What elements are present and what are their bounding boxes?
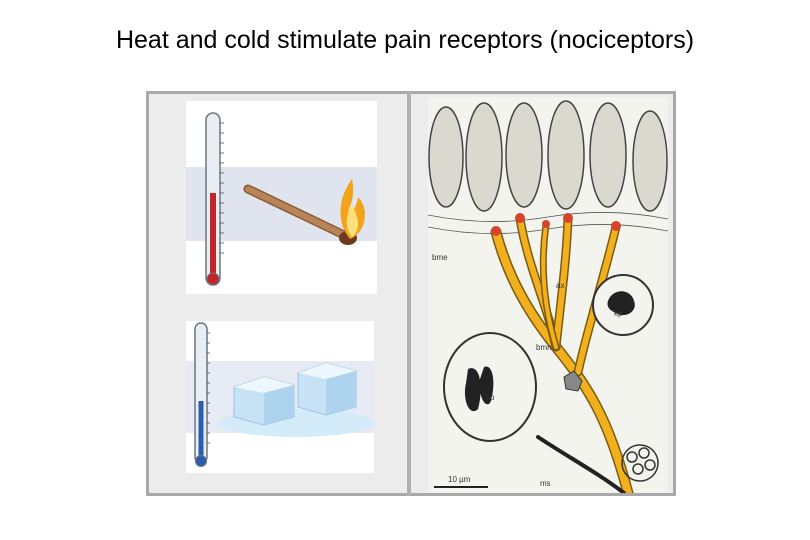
micrograph-label-ax: ax [556,281,565,290]
micrograph-label-kp: kp [486,393,495,402]
cold-illustration [186,322,374,467]
ice-cube-icon [297,362,357,416]
micrograph-label-bme: bme [432,253,448,262]
nociceptor-ending [491,213,621,236]
frame-divider [407,91,411,496]
epithelial-cell [428,100,668,212]
thermometer-icon [194,322,210,467]
micrograph-drawing [427,97,669,499]
cold-stimulus-panel [186,321,374,473]
micrograph-label-scale: 10 µm [448,475,471,484]
ms-cell [621,444,659,482]
slide-title: Heat and cold stimulate pain receptors (… [115,26,695,54]
kp-cell [592,274,654,336]
flame-icon [340,179,365,239]
kp-cell [443,332,537,442]
ice-cube-icon [233,376,295,426]
heat-illustration [186,112,377,286]
micrograph-label-bmn: bmn [536,343,552,352]
micrograph-label-kp: kp [614,309,623,318]
nociceptor-micrograph: kp kp bmn ms 10 µm bme ax [427,97,669,499]
micrograph-label-ms: ms [540,479,551,488]
heat-stimulus-panel [186,101,377,294]
thermometer-icon [205,112,224,286]
